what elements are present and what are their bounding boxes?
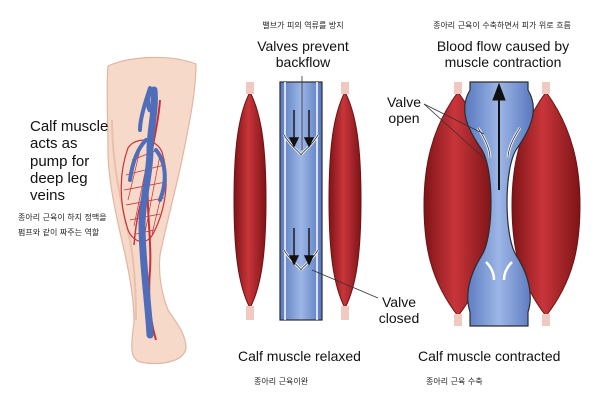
leg-shading	[111, 119, 137, 321]
valve-closed-label-line: Valve	[382, 294, 416, 310]
leg-skin	[106, 56, 197, 365]
leg-korean-line-2: 펌프와 같이 짜주는 역할	[18, 228, 100, 237]
relaxed-title: Valves prevent backflow	[244, 38, 362, 70]
upward-flow-arrow	[492, 82, 506, 190]
relaxed-korean-caption: 종아리 근육이완	[254, 377, 309, 386]
contracted-panel	[423, 81, 581, 327]
contracted-valve-pointer	[423, 103, 485, 135]
relaxed-vein	[279, 81, 323, 321]
leg-label: Calf muscle acts as pump for deep leg ve…	[30, 118, 108, 204]
contracted-korean-caption: 종아리 근육 수축	[426, 377, 483, 386]
relaxed-right-muscle	[328, 90, 362, 310]
valve-open-label-line: Valve	[387, 94, 421, 110]
contracted-korean-title: 종아리 근육이 수축하면서 피가 위로 흐름	[433, 21, 571, 30]
valve-closed-label-line: closed	[378, 310, 420, 327]
leg-deep-vein	[138, 86, 158, 339]
leg-label-line: veins	[30, 187, 66, 204]
calf-muscle-outline	[120, 139, 167, 243]
relaxed-panel	[233, 76, 379, 321]
contracted-vein	[464, 81, 534, 327]
leg-label-line: deep leg	[30, 169, 88, 187]
relaxed-title-line: backflow	[275, 54, 331, 71]
contracted-lower-valve	[485, 261, 513, 281]
relaxed-valve-pointer	[311, 269, 379, 299]
valve-closed-label: Valve closed	[376, 294, 422, 326]
valve-open-label-line: open	[388, 110, 420, 127]
backflow-arrows	[288, 110, 315, 266]
relaxed-caption: Calf muscle relaxed	[238, 348, 361, 364]
contracted-title-line: muscle contraction	[444, 54, 562, 71]
relaxed-left-muscle	[233, 90, 267, 310]
leg-korean-line-1: 종아리 근육이 하지 정맥을	[18, 213, 107, 222]
leg-label-line: acts as	[30, 135, 78, 153]
valve-open-label: Valve open	[382, 94, 426, 126]
leg-label-line: Calf muscle	[30, 118, 109, 135]
leg-label-line: pump for	[30, 152, 90, 170]
relaxed-korean-title: 밸브가 피의 역류를 방지	[262, 21, 344, 30]
relaxed-title-line: Valves prevent	[257, 38, 349, 54]
contracted-title-line: Blood flow caused by	[436, 38, 570, 54]
contracted-caption: Calf muscle contracted	[418, 348, 561, 364]
leg-illustration	[106, 56, 197, 365]
contracted-title: Blood flow caused by muscle contraction	[418, 38, 588, 70]
